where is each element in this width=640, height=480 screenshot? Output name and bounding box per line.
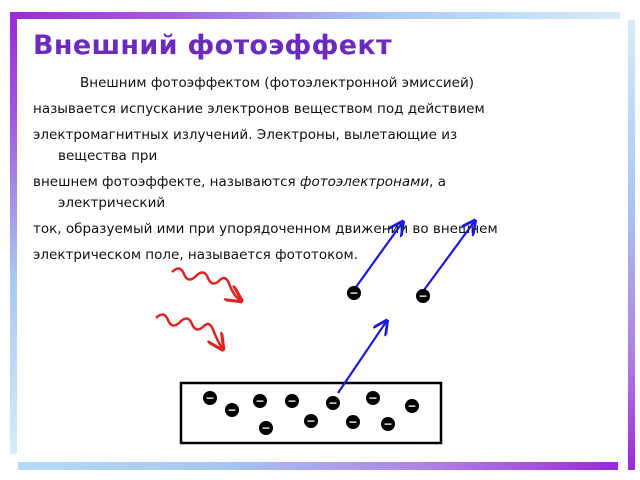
text-line-5-start: внешнем фотоэффекте, называются (33, 174, 300, 190)
plate-electron: − (381, 417, 395, 431)
svg-text:−: − (349, 287, 358, 300)
plate-electron: − (203, 391, 217, 405)
slide-title: Внешний фотоэффект (33, 30, 392, 61)
emitted-electron: − (347, 286, 361, 300)
electron-path-2 (423, 222, 474, 291)
metal-plate (179, 381, 443, 445)
svg-text:−: − (407, 400, 416, 413)
svg-text:−: − (261, 422, 270, 435)
plate-electron: − (225, 403, 239, 417)
text-line-5: внешнем фотоэффекте, называются фотоэлек… (33, 169, 623, 195)
text-line-7: ток, образуемый ими при упорядоченном дв… (33, 221, 498, 237)
plate-electron: − (285, 394, 299, 408)
text-line-5-end: , а (429, 174, 446, 190)
svg-text:−: − (205, 392, 214, 405)
plate-electron: − (253, 394, 267, 408)
text-line-6: электрический (58, 195, 166, 211)
bottom-decor-bar (18, 462, 618, 470)
plate-electron: − (346, 415, 360, 429)
svg-text:−: − (383, 418, 392, 431)
electron-path-3 (337, 322, 386, 394)
svg-text:−: − (348, 416, 357, 429)
svg-text:−: − (418, 290, 427, 303)
text-line-3: электромагнитных излучений. Электроны, в… (33, 127, 458, 143)
photoelectrons-term: фотоэлектронами (299, 174, 430, 190)
emitted-electron: − (416, 289, 430, 303)
left-decor-bar (10, 12, 17, 454)
svg-text:−: − (227, 404, 236, 417)
svg-text:−: − (287, 395, 296, 408)
text-line-1: Внешним фотоэффектом (фотоэлектронной эм… (80, 75, 474, 91)
svg-text:−: − (368, 392, 377, 405)
plate-electron: − (366, 391, 380, 405)
text-line-2: называется испускание электронов веществ… (33, 101, 485, 117)
light-wave-1 (171, 267, 240, 300)
light-wave-2 (155, 313, 222, 348)
top-decor-bar (10, 12, 620, 19)
svg-text:−: − (328, 397, 337, 410)
electron-path-1 (355, 223, 402, 288)
text-line-8: электрическом поле, называется фототоком… (33, 247, 359, 263)
text-line-4: вещества при (58, 148, 158, 164)
svg-text:−: − (255, 395, 264, 408)
right-decor-bar (628, 20, 635, 470)
plate-electron: − (405, 399, 419, 413)
plate-electron: − (304, 414, 318, 428)
definition-text: Внешним фотоэффектом (фотоэлектронной эм… (33, 70, 623, 268)
svg-text:−: − (306, 415, 315, 428)
plate-electron: − (259, 421, 273, 435)
plate-electron: − (326, 396, 340, 410)
